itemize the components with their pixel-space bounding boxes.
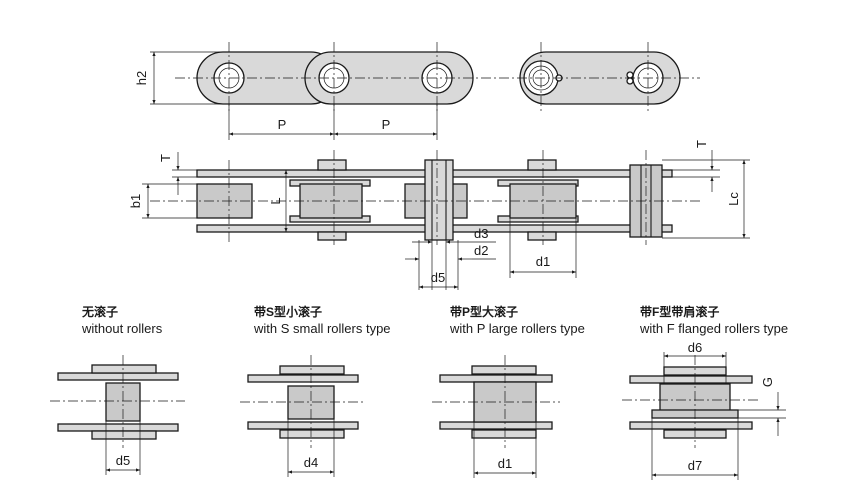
lc-label: Lc [726,192,741,206]
pitch-label-2: P [382,117,391,132]
variant-p-large-rollers: d1 [432,355,560,478]
d1-label: d1 [536,254,550,269]
t-label-left: T [158,154,173,162]
pin-head-bottom-1 [317,231,347,241]
caption-en-1: without rollers [81,321,163,336]
caption-en-4: with F flanged rollers type [639,321,788,336]
variant-4-dim-top: d6 [688,340,702,355]
variant-2-dim: d4 [304,455,318,470]
t-label-right: T [694,140,709,148]
d5-label: d5 [431,270,445,285]
variant-captions: 无滚子 without rollers 带S型小滚子 with S small … [81,304,788,336]
caption-en-3: with P large rollers type [449,321,585,336]
variant-4-dim: d7 [688,458,702,473]
d3-label: d3 [474,226,488,241]
pin-head-bottom-3 [527,231,557,241]
pitch-label-1: P [278,117,287,132]
h2-label: h2 [134,71,149,85]
variant-f-flanged-rollers: d6 G d7 [622,340,786,480]
d2-label: d2 [474,243,488,258]
pin-head-top-1 [317,159,347,171]
variant-3-dim: d1 [498,456,512,471]
caption-en-2: with S small rollers type [253,321,391,336]
variant-without-rollers: d5 [50,355,185,475]
caption-cn-3: 带P型大滚子 [450,304,518,319]
b1-label: b1 [128,194,143,208]
pin-head-top-3 [527,159,557,171]
variant-4-dim-side: G [760,377,775,387]
section-view: T b1 L T Lc d3 d2 d5 [128,140,750,290]
l-label: L [268,197,283,204]
caption-cn-2: 带S型小滚子 [254,304,322,319]
hollow-pin [424,159,454,241]
variant-1-dim: d5 [116,453,130,468]
caption-cn-4: 带F型带肩滚子 [640,304,719,319]
variant-s-small-rollers: d4 [240,355,365,477]
top-view: h2 P P [134,42,700,140]
caption-cn-1: 无滚子 [81,304,118,319]
